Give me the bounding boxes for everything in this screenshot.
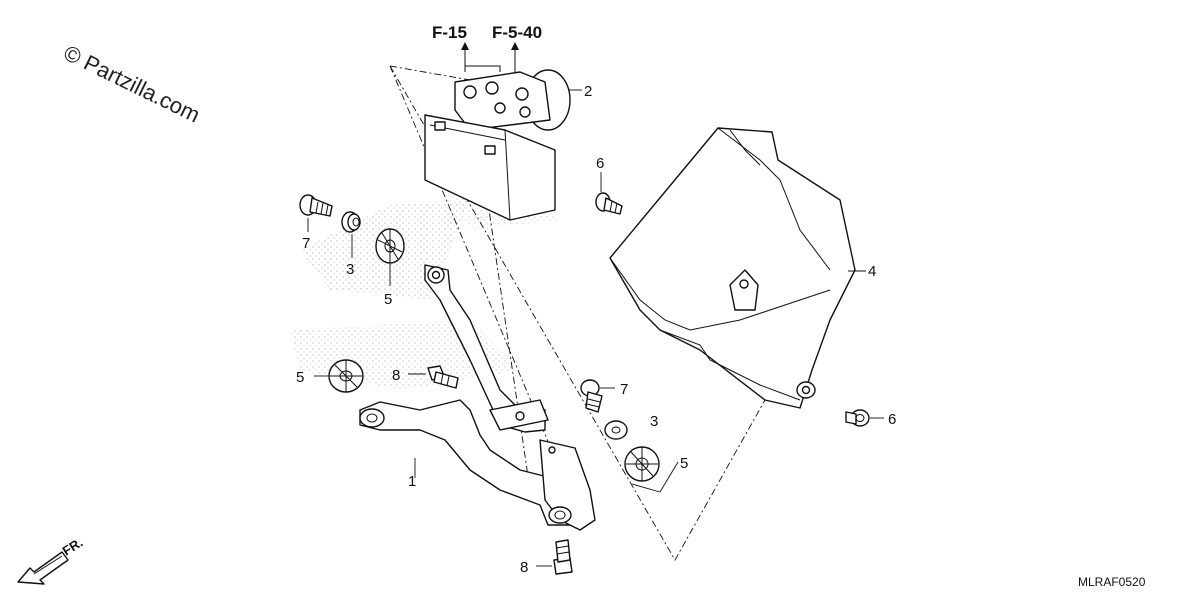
bolt-7-upper: [299, 194, 333, 217]
grommet-5-right: [624, 446, 660, 482]
callout-label-8-upper: 8: [392, 367, 400, 384]
collar-3-upper: [341, 211, 361, 233]
cover-part: [609, 127, 856, 409]
screw-6-upper: [595, 192, 623, 215]
callout-label-5-upper: 5: [384, 291, 392, 308]
bolt-8-upper: [427, 365, 459, 389]
callout-label-5-left: 5: [296, 369, 304, 386]
callout-label-6-upper: 6: [596, 155, 604, 172]
grommet-5-left: [328, 359, 364, 393]
callout-label-7-upper: 7: [302, 235, 310, 252]
reference-arrows: [461, 42, 519, 72]
ref-label-f15: F-15: [432, 23, 467, 42]
abs-modulator-part: [424, 69, 571, 221]
ref-label-f540: F-5-40: [492, 23, 542, 42]
callout-label-5-right: 5: [680, 455, 688, 472]
callout-label-7-lower: 7: [620, 381, 628, 398]
front-arrow-icon: [17, 551, 69, 585]
bolt-7-lower: [580, 379, 603, 413]
callout-label-6-lower: 6: [888, 411, 896, 428]
screw-6-lower: [845, 409, 870, 427]
callout-label-3-lower: 3: [650, 413, 658, 430]
bolt-8-lower: [553, 539, 573, 575]
grommet-5-upper: [375, 228, 405, 264]
callout-label-3-upper: 3: [346, 261, 354, 278]
callout-label-8-lower: 8: [520, 559, 528, 576]
callout-label-4: 4: [868, 263, 876, 280]
callout-label-1: 1: [408, 473, 416, 490]
callout-label-2: 2: [584, 83, 592, 100]
watermark: © Partzilla.com: [60, 40, 204, 127]
diagram-code: MLRAF0520: [1078, 575, 1146, 589]
collar-3-lower: [604, 420, 628, 440]
bracket-part: [359, 264, 596, 531]
